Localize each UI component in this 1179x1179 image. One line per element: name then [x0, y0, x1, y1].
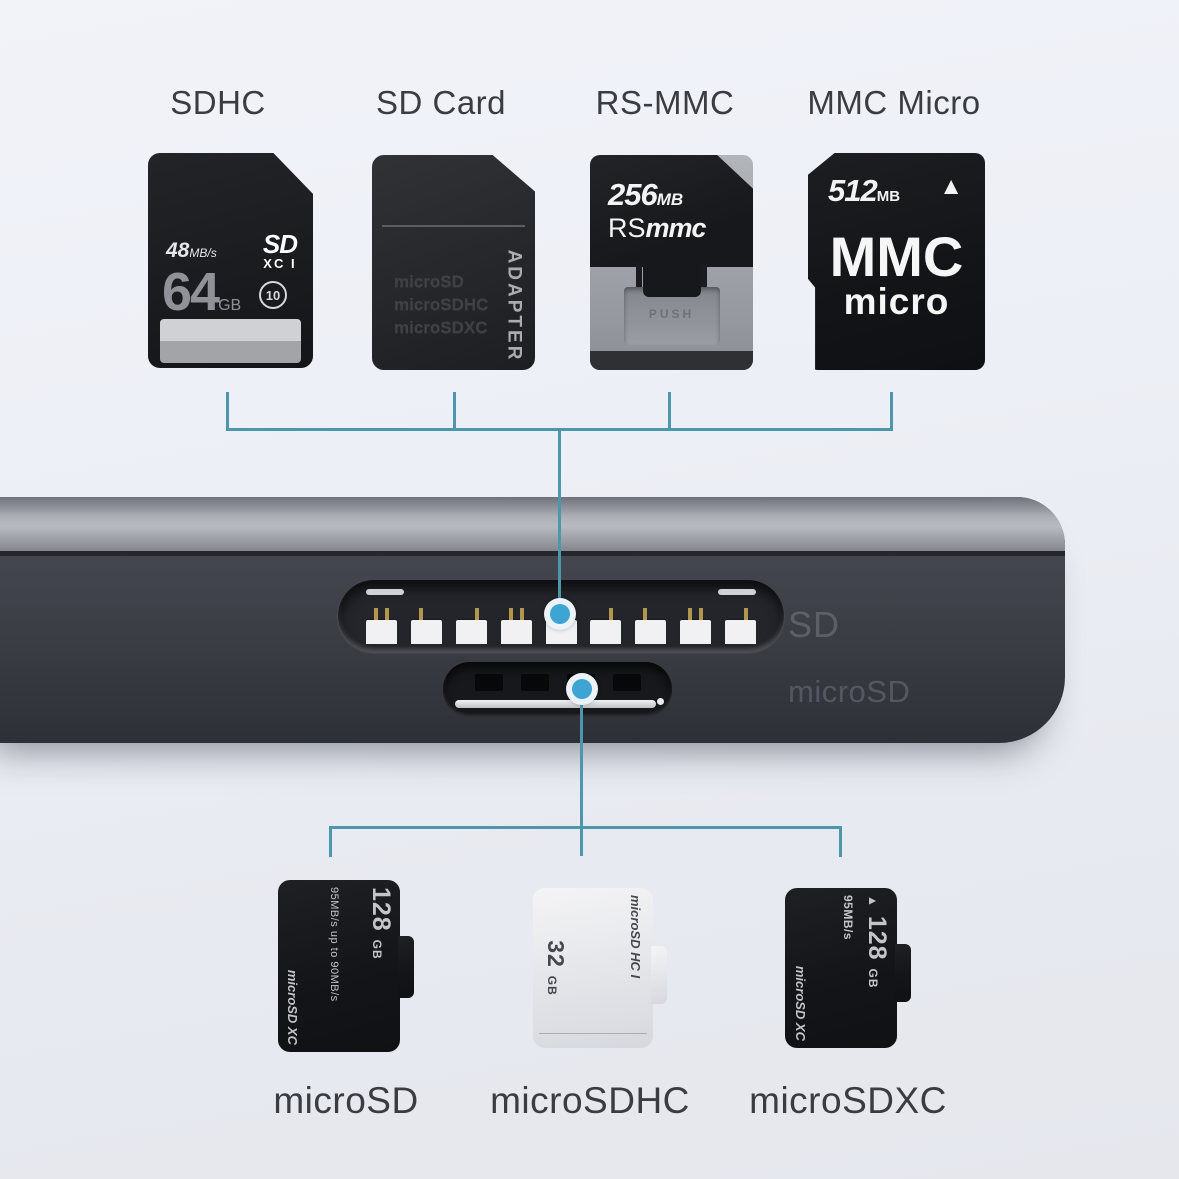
microsd-card-notch	[398, 936, 414, 998]
microsd-slot-slat	[521, 674, 549, 691]
adapter-compat-text: microSD microSDHC microSDXC	[394, 272, 489, 337]
microsd-card-print: 128 GB 95MB/s up to 90MB/s microSD XC	[285, 887, 395, 1045]
insert-arrow-icon: ▲	[866, 895, 880, 908]
sd-slot-contacts	[366, 608, 756, 644]
microsdxc-card-body	[785, 888, 897, 1048]
slot-guide-right	[718, 589, 756, 595]
microsdxc-card-notch	[895, 944, 911, 1002]
microsdxc-logo: microSD XC	[285, 969, 300, 1045]
label-rs-mmc: RS-MMC	[595, 84, 735, 121]
microsdhc-logo: microSD HC I	[628, 895, 643, 979]
label-microsd: microSD	[273, 1080, 419, 1121]
microsd-card-body	[278, 880, 400, 1052]
label-microsdxc: microSDXC	[749, 1080, 947, 1121]
insert-arrow-icon: ▲	[939, 173, 963, 200]
microsdhc-card-body	[533, 888, 653, 1048]
sd-adapter-card-image: microSD microSDHC microSDXC ADAPTER	[372, 155, 535, 370]
rsmmc-black-top	[590, 155, 753, 267]
speed-class-badge: 10	[259, 281, 287, 309]
slot-guide-left	[366, 589, 404, 595]
label-mmc-micro: MMC Micro	[807, 84, 981, 121]
microsd-slot-lip	[455, 700, 656, 708]
device-top-edge	[0, 497, 1065, 551]
microsdxc-capacity-text: ▲ 128 GB 95MB/s	[841, 895, 891, 989]
mmc-micro-card-image: 512MB ▲ MMC micro	[808, 153, 985, 370]
microsdhc-card-notch	[651, 946, 667, 1004]
mmcmicro-capacity: 512MB	[828, 173, 901, 208]
connector-stem-sd-slot	[558, 428, 561, 608]
microsd-slot-slat	[475, 674, 503, 691]
mmcmicro-brand-2: micro	[843, 281, 950, 322]
connector-tick-sdcard	[453, 392, 456, 431]
connector-tick-rsmmc	[668, 392, 671, 431]
sdhc-capacity: 64GB	[162, 262, 242, 322]
mmcmicro-card-body	[808, 153, 985, 370]
microsd-slot-pin	[657, 698, 664, 705]
rsmmc-brand: RSmmc	[608, 213, 707, 243]
connector-tick-mmcmicro	[890, 392, 893, 431]
microsdxc-logo: microSD XC	[793, 965, 808, 1041]
microsdxc-card-image: ▲ 128 GB 95MB/s microSD XC	[785, 888, 911, 1048]
microsd-port-engraving: microSD	[788, 674, 911, 709]
connection-dot-sd	[544, 598, 576, 630]
microsdhc-card-print: microSD HC I 32 GB	[543, 895, 643, 1041]
rsmmc-connector-tab	[642, 263, 701, 297]
label-microsdhc: microSDHC	[490, 1080, 690, 1121]
connection-dot-microsd	[566, 673, 598, 705]
rsmmc-bottom-strip	[590, 351, 753, 370]
connector-tick-sdhc	[226, 392, 229, 431]
device-seam	[0, 551, 1065, 556]
rsmmc-push-label: PUSH	[648, 307, 695, 321]
microsdhc-card-image: microSD HC I 32 GB	[533, 888, 667, 1048]
adapter-groove	[382, 225, 525, 227]
adapter-side-label: ADAPTER	[503, 249, 524, 363]
mmcmicro-brand-1: MMC	[829, 225, 964, 288]
rs-mmc-card-image: 256MB RSmmc PUSH	[590, 155, 753, 370]
sdhc-card-image: 48MB/s SD XC I 10 64GB	[148, 153, 313, 368]
label-sd-card: SD Card	[375, 84, 507, 121]
connector-bottom-horizontal	[329, 826, 842, 829]
sdxc-logo: SD XC I	[262, 229, 298, 271]
adapter-card-body	[372, 155, 535, 370]
connector-tick-microsd	[329, 826, 332, 857]
connector-tick-microsdxc	[839, 826, 842, 857]
microsdxc-card-print: ▲ 128 GB 95MB/s microSD XC	[793, 895, 891, 1041]
sd-port-engraving: SD	[788, 604, 841, 645]
microsd-speed-text: 95MB/s up to 90MB/s	[328, 887, 340, 1002]
microsd-card-slot	[443, 662, 672, 717]
connector-stem-microsd	[580, 702, 583, 856]
sdhc-label-area	[160, 319, 301, 363]
sdhc-speed-text: 48MB/s	[166, 239, 217, 262]
microsd-slot-slat	[613, 674, 641, 691]
rsmmc-capacity: 256MB	[608, 177, 684, 212]
microsd-card-image: 128 GB 95MB/s up to 90MB/s microSD XC	[278, 880, 414, 1052]
microsdhc-capacity-text: 32 GB	[543, 940, 569, 996]
label-sdhc: SDHC	[170, 84, 266, 121]
microsd-capacity-text: 128 GB	[367, 887, 395, 960]
microsdhc-card-edge	[539, 1033, 647, 1034]
